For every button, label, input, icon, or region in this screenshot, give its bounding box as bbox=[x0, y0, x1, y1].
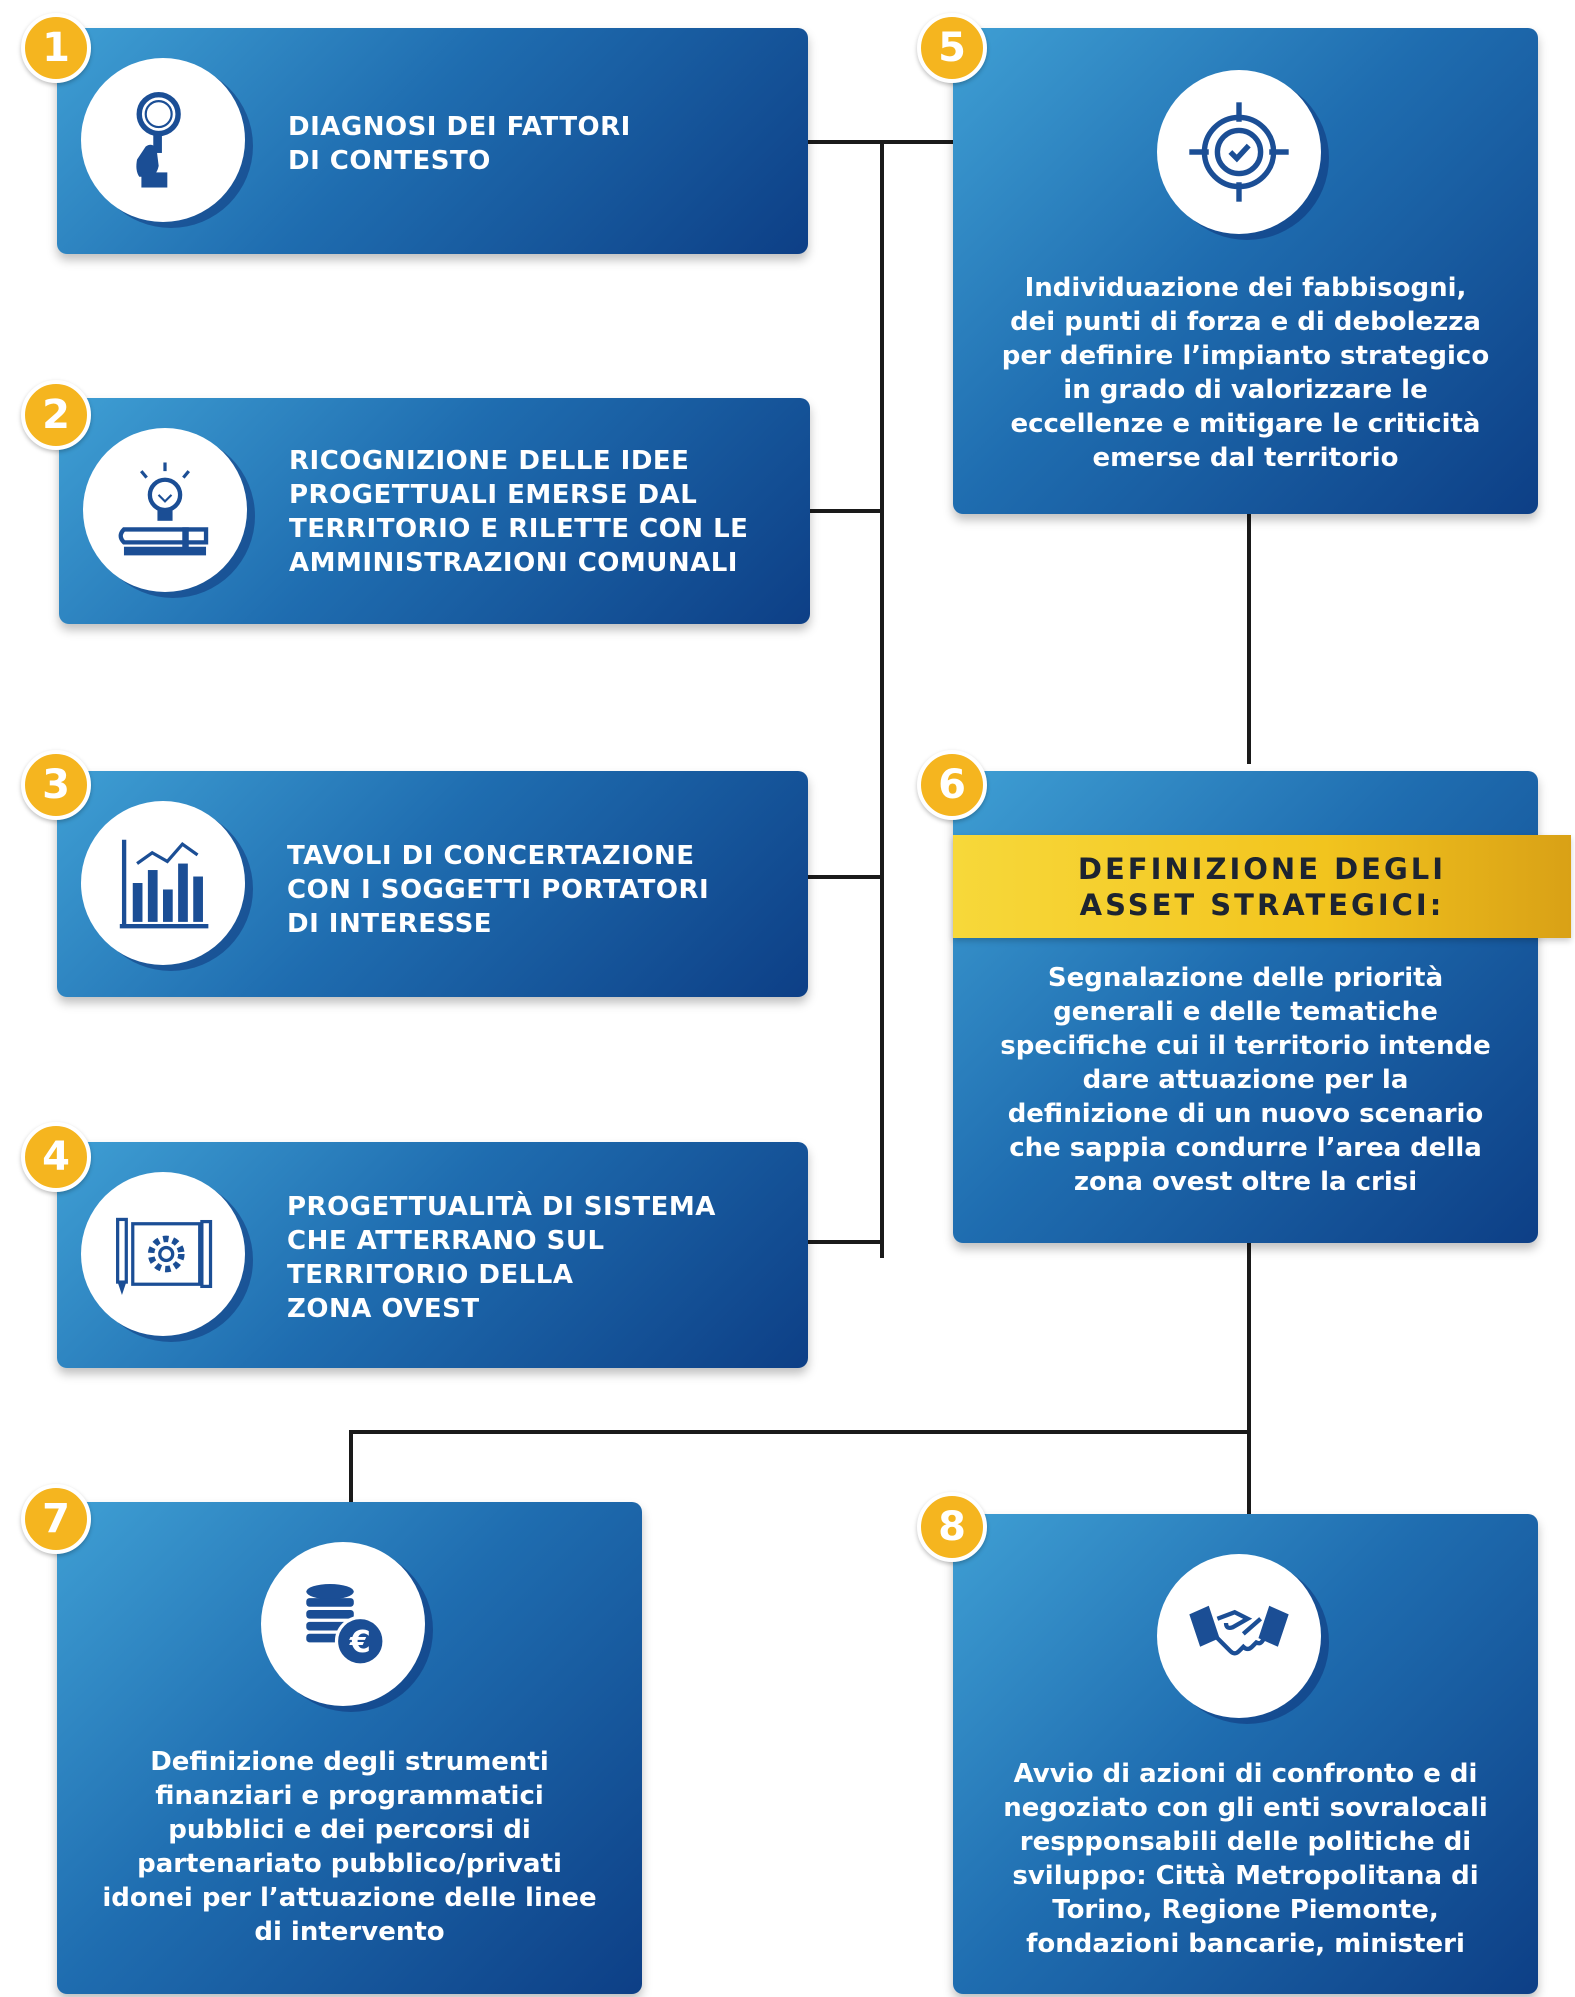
step-6-heading-banner: DEFINIZIONE DEGLI ASSET STRATEGICI: bbox=[953, 835, 1571, 938]
step-6-badge: 6 bbox=[917, 750, 987, 820]
blueprint-gear-icon bbox=[81, 1172, 245, 1336]
handshake-icon bbox=[1157, 1554, 1321, 1718]
connector-7 bbox=[349, 1430, 353, 1502]
step-8-badge: 8 bbox=[917, 1492, 987, 1562]
step-3-badge: 3 bbox=[21, 750, 91, 820]
step-5-description: Individuazione dei fabbisogni,dei punti … bbox=[1001, 273, 1490, 473]
bar-chart-icon bbox=[81, 801, 245, 965]
step-5-card: Individuazione dei fabbisogni,dei punti … bbox=[953, 28, 1538, 514]
step-4-badge: 4 bbox=[21, 1122, 91, 1192]
connector-3 bbox=[808, 875, 882, 879]
step-7-badge: 7 bbox=[21, 1484, 91, 1554]
step-6-heading-line-2: ASSET STRATEGICI: bbox=[1079, 887, 1445, 922]
connector-branch bbox=[349, 1430, 1251, 1434]
svg-text:€: € bbox=[349, 1625, 371, 1660]
magnifier-hand-icon bbox=[81, 58, 245, 222]
connector-bus bbox=[880, 140, 884, 1258]
connector-2 bbox=[808, 509, 882, 513]
connector-5-6 bbox=[1247, 507, 1251, 764]
step-2-badge: 2 bbox=[21, 380, 91, 450]
step-1-badge: 1 bbox=[21, 13, 91, 83]
lightbulb-book-icon bbox=[83, 428, 247, 592]
coins-euro-icon: € bbox=[261, 1542, 425, 1706]
target-check-icon bbox=[1157, 70, 1321, 234]
connector-6-8 bbox=[1247, 1228, 1251, 1516]
step-5-badge: 5 bbox=[917, 13, 987, 83]
connector-4 bbox=[808, 1240, 882, 1244]
step-6-heading-line-1: DEFINIZIONE DEGLI bbox=[1077, 851, 1447, 886]
